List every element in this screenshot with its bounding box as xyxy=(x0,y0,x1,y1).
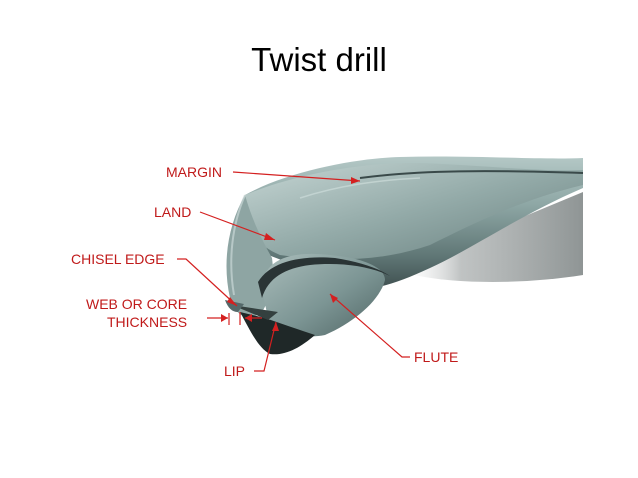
drill-flute-groove xyxy=(258,257,390,298)
slide-title: Twist drill xyxy=(251,41,387,78)
chisel-edge-leader xyxy=(177,258,238,307)
leader-arrowheads xyxy=(221,177,360,331)
drill-margin-line xyxy=(359,170,584,179)
label-land: LAND xyxy=(154,204,191,220)
land-leader xyxy=(199,211,276,241)
lip-leader xyxy=(254,321,277,372)
label-web-line2: THICKNESS xyxy=(107,314,187,330)
drill-lip xyxy=(240,312,315,355)
label-flute: FLUTE xyxy=(414,349,458,365)
flute-leader xyxy=(329,293,410,358)
drill-land xyxy=(244,162,583,260)
label-lip: LIP xyxy=(224,363,245,379)
margin-leader xyxy=(232,171,361,182)
label-chisel-edge: CHISEL EDGE xyxy=(71,251,165,267)
label-web-line1: WEB OR CORE xyxy=(86,296,187,312)
label-margin: MARGIN xyxy=(166,164,222,180)
